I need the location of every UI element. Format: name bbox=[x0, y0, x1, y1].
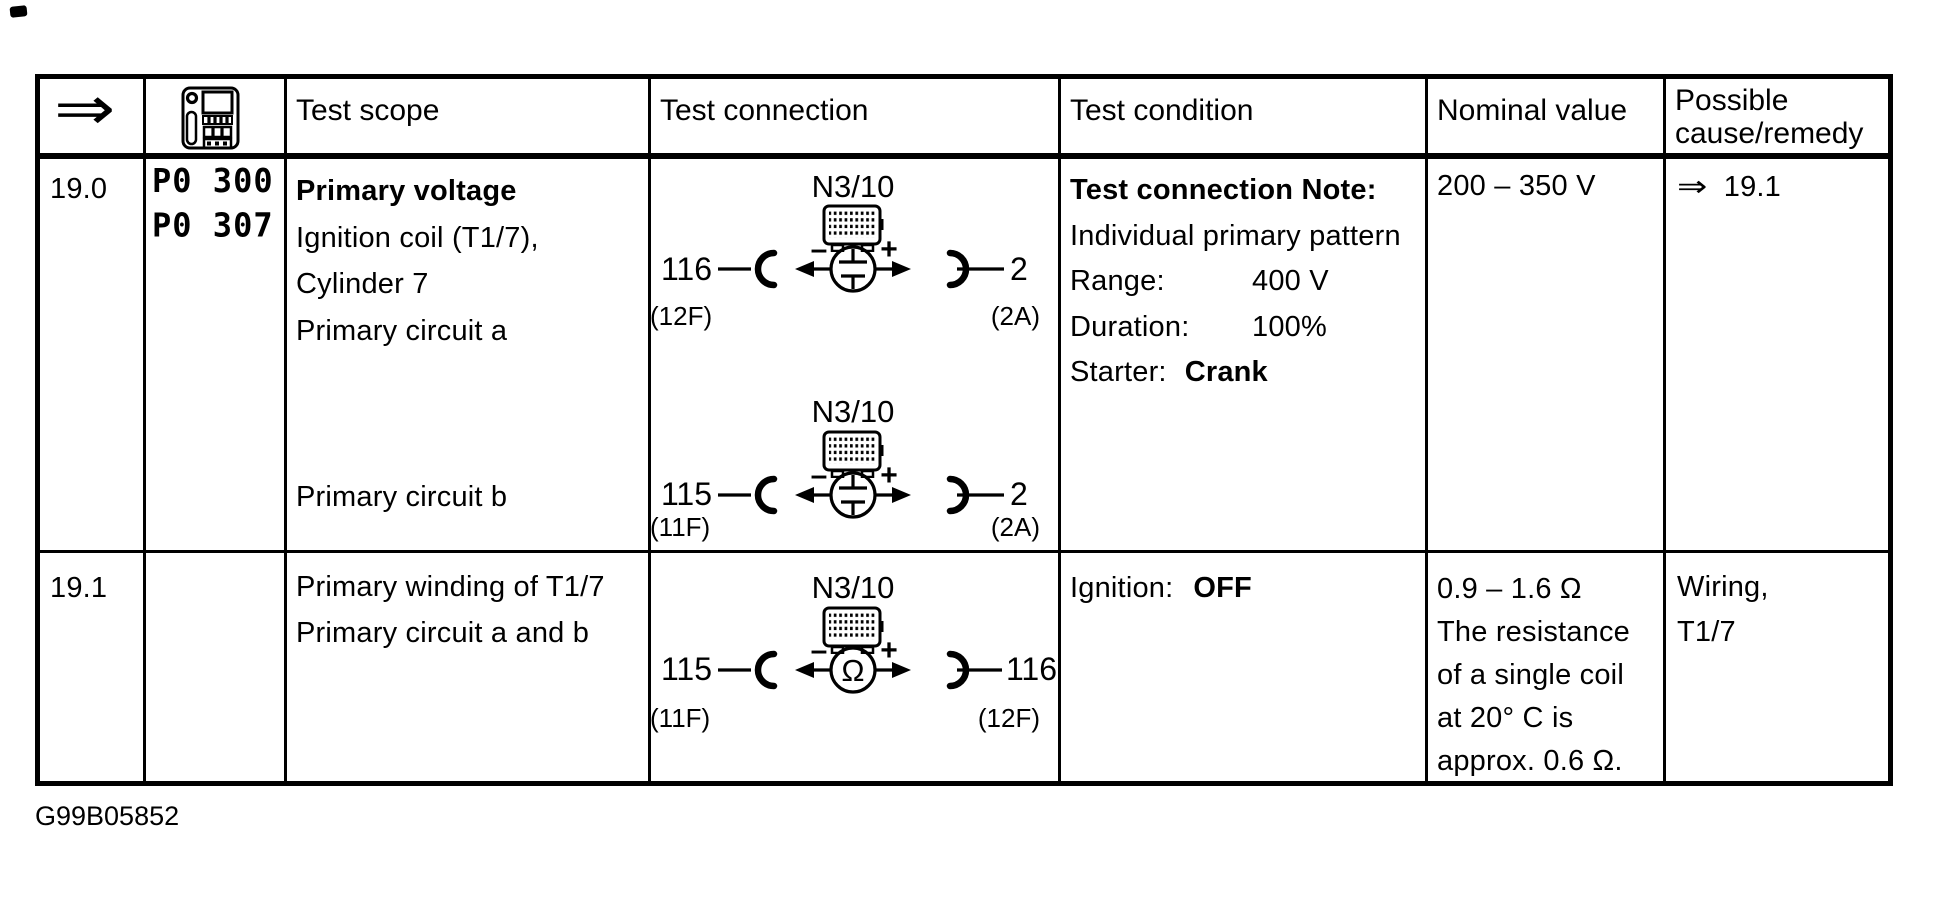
ignition-label: Ignition: bbox=[1070, 572, 1174, 604]
column-divider bbox=[284, 79, 287, 786]
nominal-line: at 20° C is bbox=[1437, 702, 1574, 734]
header-divider bbox=[40, 153, 1893, 159]
column-divider bbox=[143, 79, 146, 786]
control-unit-label: N3/10 bbox=[811, 394, 895, 429]
socket-designation-left: (11F) bbox=[650, 512, 710, 542]
measurement-diagram-voltage-b: 115 – + 2 (11F) (2A) bbox=[650, 466, 1040, 542]
measurement-diagram-resistance: 115 – Ω + 116 (11F) (12F) bbox=[650, 641, 1057, 733]
column-header-test-connection: Test connection bbox=[660, 94, 869, 127]
socket-designation-right: (12F) bbox=[978, 703, 1040, 733]
minus-sign: – bbox=[811, 641, 828, 667]
plus-sign: + bbox=[880, 240, 898, 266]
test-scope-cell: Primary voltage Ignition coil (T1/7), Cy… bbox=[296, 168, 539, 354]
nominal-value-cell: 0.9 – 1.6 Ω The resistance of a single c… bbox=[1437, 568, 1630, 783]
test-scope-line: Primary winding of T1/7 bbox=[296, 571, 605, 603]
socket-icon-left bbox=[754, 475, 778, 515]
socket-icon-left bbox=[754, 249, 778, 289]
column-header-test-condition: Test condition bbox=[1070, 94, 1254, 127]
condition-note-title: Test connection Note: bbox=[1070, 174, 1377, 206]
column-header-test-scope: Test scope bbox=[296, 94, 440, 127]
pin-number-left: 115 bbox=[661, 651, 712, 687]
hand-held-tester-icon bbox=[181, 86, 240, 150]
test-scope-line: Cylinder 7 bbox=[296, 268, 429, 300]
minus-sign: – bbox=[811, 466, 828, 492]
figure-code: G99B05852 bbox=[35, 801, 180, 831]
condition-note-line: Individual primary pattern bbox=[1070, 219, 1401, 252]
step-number: 19.0 bbox=[50, 173, 108, 205]
column-divider bbox=[1425, 79, 1428, 786]
pin-number-right: 2 bbox=[1010, 251, 1028, 287]
probe-arrow-right bbox=[892, 662, 911, 678]
column-header-nominal-value: Nominal value bbox=[1437, 94, 1628, 127]
minus-sign: – bbox=[811, 240, 828, 266]
test-condition-cell: Test connection Note: Individual primary… bbox=[1070, 168, 1401, 396]
pin-number-right: 2 bbox=[1010, 476, 1028, 512]
test-scope-line: Primary circuit b bbox=[296, 481, 508, 513]
probe-arrow-right bbox=[892, 487, 911, 503]
test-scope-line: Primary circuit a and b bbox=[296, 616, 590, 649]
plus-sign: + bbox=[880, 466, 898, 492]
cause-line: T1/7 bbox=[1677, 616, 1736, 648]
pin-number-left: 116 bbox=[661, 251, 712, 287]
socket-designation-right: (2A) bbox=[991, 512, 1040, 542]
duration-value: 100% bbox=[1252, 310, 1327, 343]
nominal-line: of a single coil bbox=[1437, 659, 1624, 691]
remedy-step-ref: 19.1 bbox=[1723, 171, 1782, 203]
pin-number-right: 116 bbox=[1006, 651, 1057, 687]
column-divider bbox=[1663, 79, 1666, 786]
measurement-diagram-voltage-a: 116 – + 2 (12F) (2A) bbox=[650, 240, 1040, 331]
nominal-line: approx. 0.6 Ω. bbox=[1437, 745, 1623, 777]
row-divider bbox=[40, 550, 1893, 553]
starter-value: Crank bbox=[1184, 356, 1268, 388]
duration-label: Duration: bbox=[1070, 310, 1190, 343]
pin-number-left: 115 bbox=[661, 476, 712, 512]
test-scope-cell: Primary winding of T1/7 Primary circuit … bbox=[296, 565, 605, 656]
socket-designation-left: (12F) bbox=[650, 301, 712, 331]
control-unit-label: N3/10 bbox=[811, 169, 895, 204]
table-outer-border bbox=[35, 74, 1893, 786]
voltage-probe-glyph bbox=[839, 249, 867, 289]
dtc-code: P0 307 bbox=[152, 206, 274, 245]
nominal-line: 0.9 – 1.6 Ω bbox=[1437, 573, 1582, 605]
nominal-line: The resistance bbox=[1437, 616, 1630, 648]
socket-icon-left bbox=[754, 650, 778, 690]
possible-cause-line: cause/remedy bbox=[1675, 117, 1864, 150]
probe-arrow-left bbox=[795, 662, 814, 678]
forward-arrow-icon: ⇒ bbox=[54, 74, 116, 144]
ohm-glyph: Ω bbox=[841, 653, 864, 688]
ignition-value: OFF bbox=[1193, 572, 1252, 604]
column-divider bbox=[1058, 79, 1061, 786]
test-scope-line: Ignition coil (T1/7), bbox=[296, 221, 539, 254]
socket-designation-right: (2A) bbox=[991, 301, 1040, 331]
possible-cause-cell: Wiring, T1/7 bbox=[1677, 565, 1769, 655]
possible-cause-cell: ⇒ 19.1 bbox=[1677, 163, 1781, 210]
column-header-possible-cause: Possible cause/remedy bbox=[1675, 84, 1863, 150]
test-scope-line: Primary circuit a bbox=[296, 314, 508, 347]
range-label: Range: bbox=[1070, 265, 1165, 297]
nominal-value-cell: 200 – 350 V bbox=[1437, 170, 1596, 202]
range-value: 400 V bbox=[1252, 265, 1329, 297]
scan-artifact bbox=[9, 5, 28, 18]
column-divider bbox=[648, 79, 651, 786]
step-number: 19.1 bbox=[50, 572, 108, 604]
probe-arrow-right bbox=[892, 261, 911, 277]
control-unit-label: N3/10 bbox=[811, 570, 895, 605]
test-scope-title: Primary voltage bbox=[296, 175, 517, 207]
starter-label: Starter: bbox=[1070, 356, 1167, 388]
cause-line: Wiring, bbox=[1677, 571, 1769, 603]
probe-arrow-left bbox=[795, 487, 814, 503]
control-unit-connector-icon bbox=[822, 606, 884, 654]
goto-arrow-icon: ⇒ bbox=[1677, 169, 1708, 203]
test-condition-cell: Ignition: OFF bbox=[1070, 565, 1252, 611]
probe-arrow-left bbox=[795, 261, 814, 277]
socket-designation-left: (11F) bbox=[650, 703, 710, 733]
dtc-code: P0 300 bbox=[152, 161, 274, 200]
dtc-code-display: P0 300 P0 307 bbox=[152, 158, 274, 248]
possible-cause-line: Possible bbox=[1675, 84, 1789, 117]
plus-sign: + bbox=[880, 641, 898, 667]
voltage-probe-glyph bbox=[839, 475, 867, 515]
